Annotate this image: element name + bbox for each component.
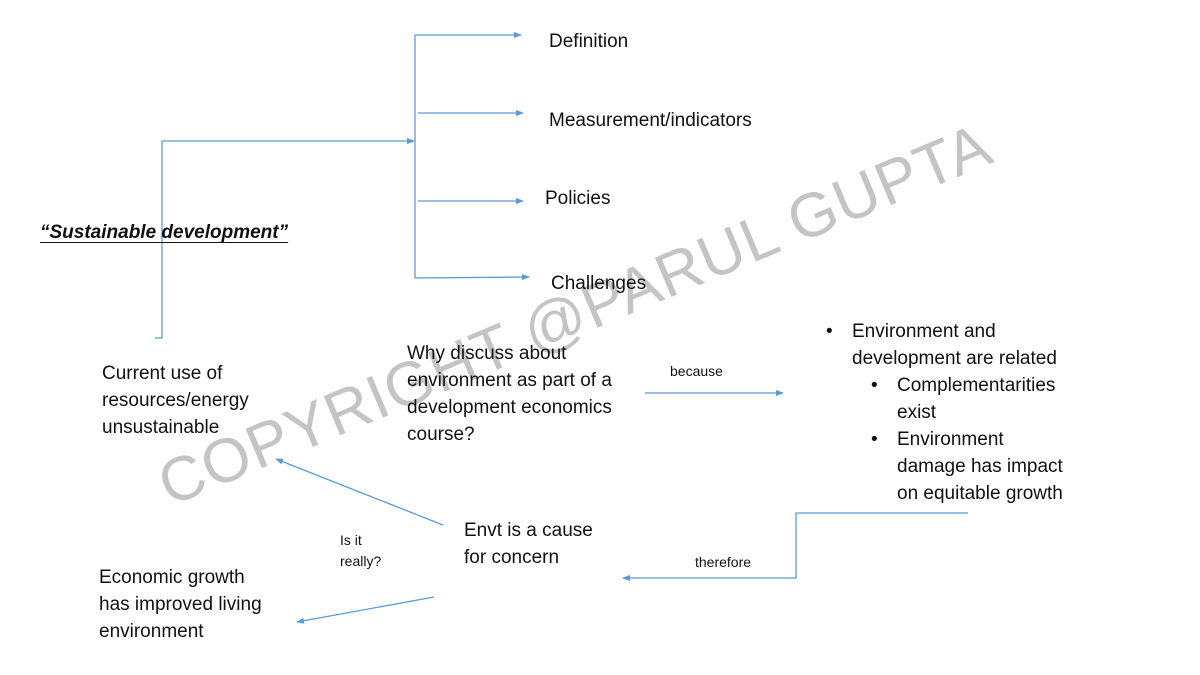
- text-line: exist: [897, 402, 937, 423]
- text-line: environment as part of a: [407, 370, 612, 391]
- bullet-main: Environment and development are related …: [826, 318, 1063, 507]
- relation-bullets: Environment and development are related …: [826, 318, 1063, 507]
- because-label: because: [670, 363, 723, 379]
- why-discuss-text: Why discuss about environment as part of…: [407, 340, 612, 448]
- arrow-challenges: [414, 274, 530, 281]
- text-line: Why discuss about: [407, 343, 567, 364]
- trunk-connector: [155, 138, 415, 339]
- bullet-complementarities: Complementarities exist: [871, 372, 1063, 426]
- text-line: Is it: [340, 532, 362, 548]
- arrow-to-growth: [296, 596, 435, 624]
- branch-challenges: Challenges: [551, 273, 647, 294]
- text-line: development are related: [852, 348, 1057, 369]
- text-line: damage has impact: [897, 456, 1063, 477]
- text-line: for concern: [464, 547, 560, 568]
- envt-concern-text: Envt is a cause for concern: [464, 517, 593, 571]
- text-line: Economic growth: [99, 567, 245, 588]
- branch-policies: Policies: [545, 188, 611, 209]
- text-line: really?: [340, 553, 382, 569]
- text-line: Environment: [897, 429, 1004, 450]
- text-line: resources/energy: [102, 390, 249, 411]
- sub-bullets: Complementarities exist Environment dama…: [871, 372, 1063, 507]
- current-use-text: Current use of resources/energy unsustai…: [102, 360, 249, 441]
- text-line: has improved living: [99, 594, 262, 615]
- text-line: on equitable growth: [897, 483, 1063, 504]
- branch-definition: Definition: [549, 31, 629, 52]
- text-line: Current use of: [102, 363, 223, 384]
- sustainable-development-title: “Sustainable development”: [40, 222, 289, 243]
- text-line: Complementarities: [897, 375, 1056, 396]
- is-it-really-label: Is it really?: [340, 530, 381, 572]
- branch-measurement: Measurement/indicators: [549, 110, 752, 131]
- arrow-therefore: [622, 512, 968, 581]
- therefore-label: therefore: [695, 554, 752, 570]
- bullet-environment-damage: Environment damage has impact on equitab…: [871, 426, 1063, 507]
- arrow-to-current-use: [275, 458, 444, 526]
- text-line: environment: [99, 621, 204, 642]
- text-line: course?: [407, 424, 475, 445]
- text-line: Envt is a cause: [464, 520, 593, 541]
- economic-growth-text: Economic growth has improved living envi…: [99, 564, 262, 645]
- text-line: development economics: [407, 397, 612, 418]
- text-line: Environment and: [852, 321, 996, 342]
- text-line: unsustainable: [102, 417, 220, 438]
